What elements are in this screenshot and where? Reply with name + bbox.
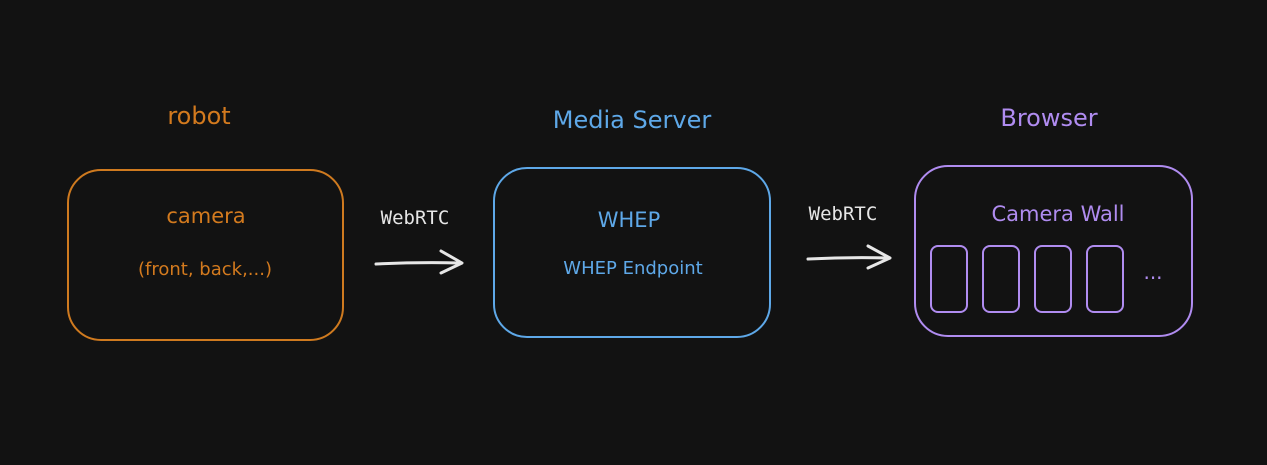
camera-label: camera (166, 204, 246, 228)
whep-label: WHEP (597, 208, 661, 232)
camera-tile (982, 245, 1020, 313)
camera-tile (1086, 245, 1124, 313)
arrow-media-server-to-browser (806, 244, 892, 270)
robot-title: robot (167, 102, 231, 130)
camera-subtitle: (front, back,...) (138, 259, 272, 280)
media-server-title: Media Server (552, 106, 712, 134)
robot-camera-box (67, 169, 344, 341)
camera-tile (930, 245, 968, 313)
camera-wall-label: Camera Wall (991, 202, 1125, 226)
browser-title: Browser (1000, 104, 1098, 132)
edge-label-media-server-to-browser: WebRTC (808, 203, 878, 225)
whep-endpoint-label: WHEP Endpoint (563, 258, 703, 279)
camera-wall-box (914, 165, 1193, 337)
more-tiles-ellipsis: ... (1143, 260, 1163, 284)
whep-server-box (493, 167, 771, 338)
camera-tile (1034, 245, 1072, 313)
arrow-robot-to-media-server (374, 249, 464, 275)
edge-label-robot-to-media-server: WebRTC (380, 207, 450, 229)
